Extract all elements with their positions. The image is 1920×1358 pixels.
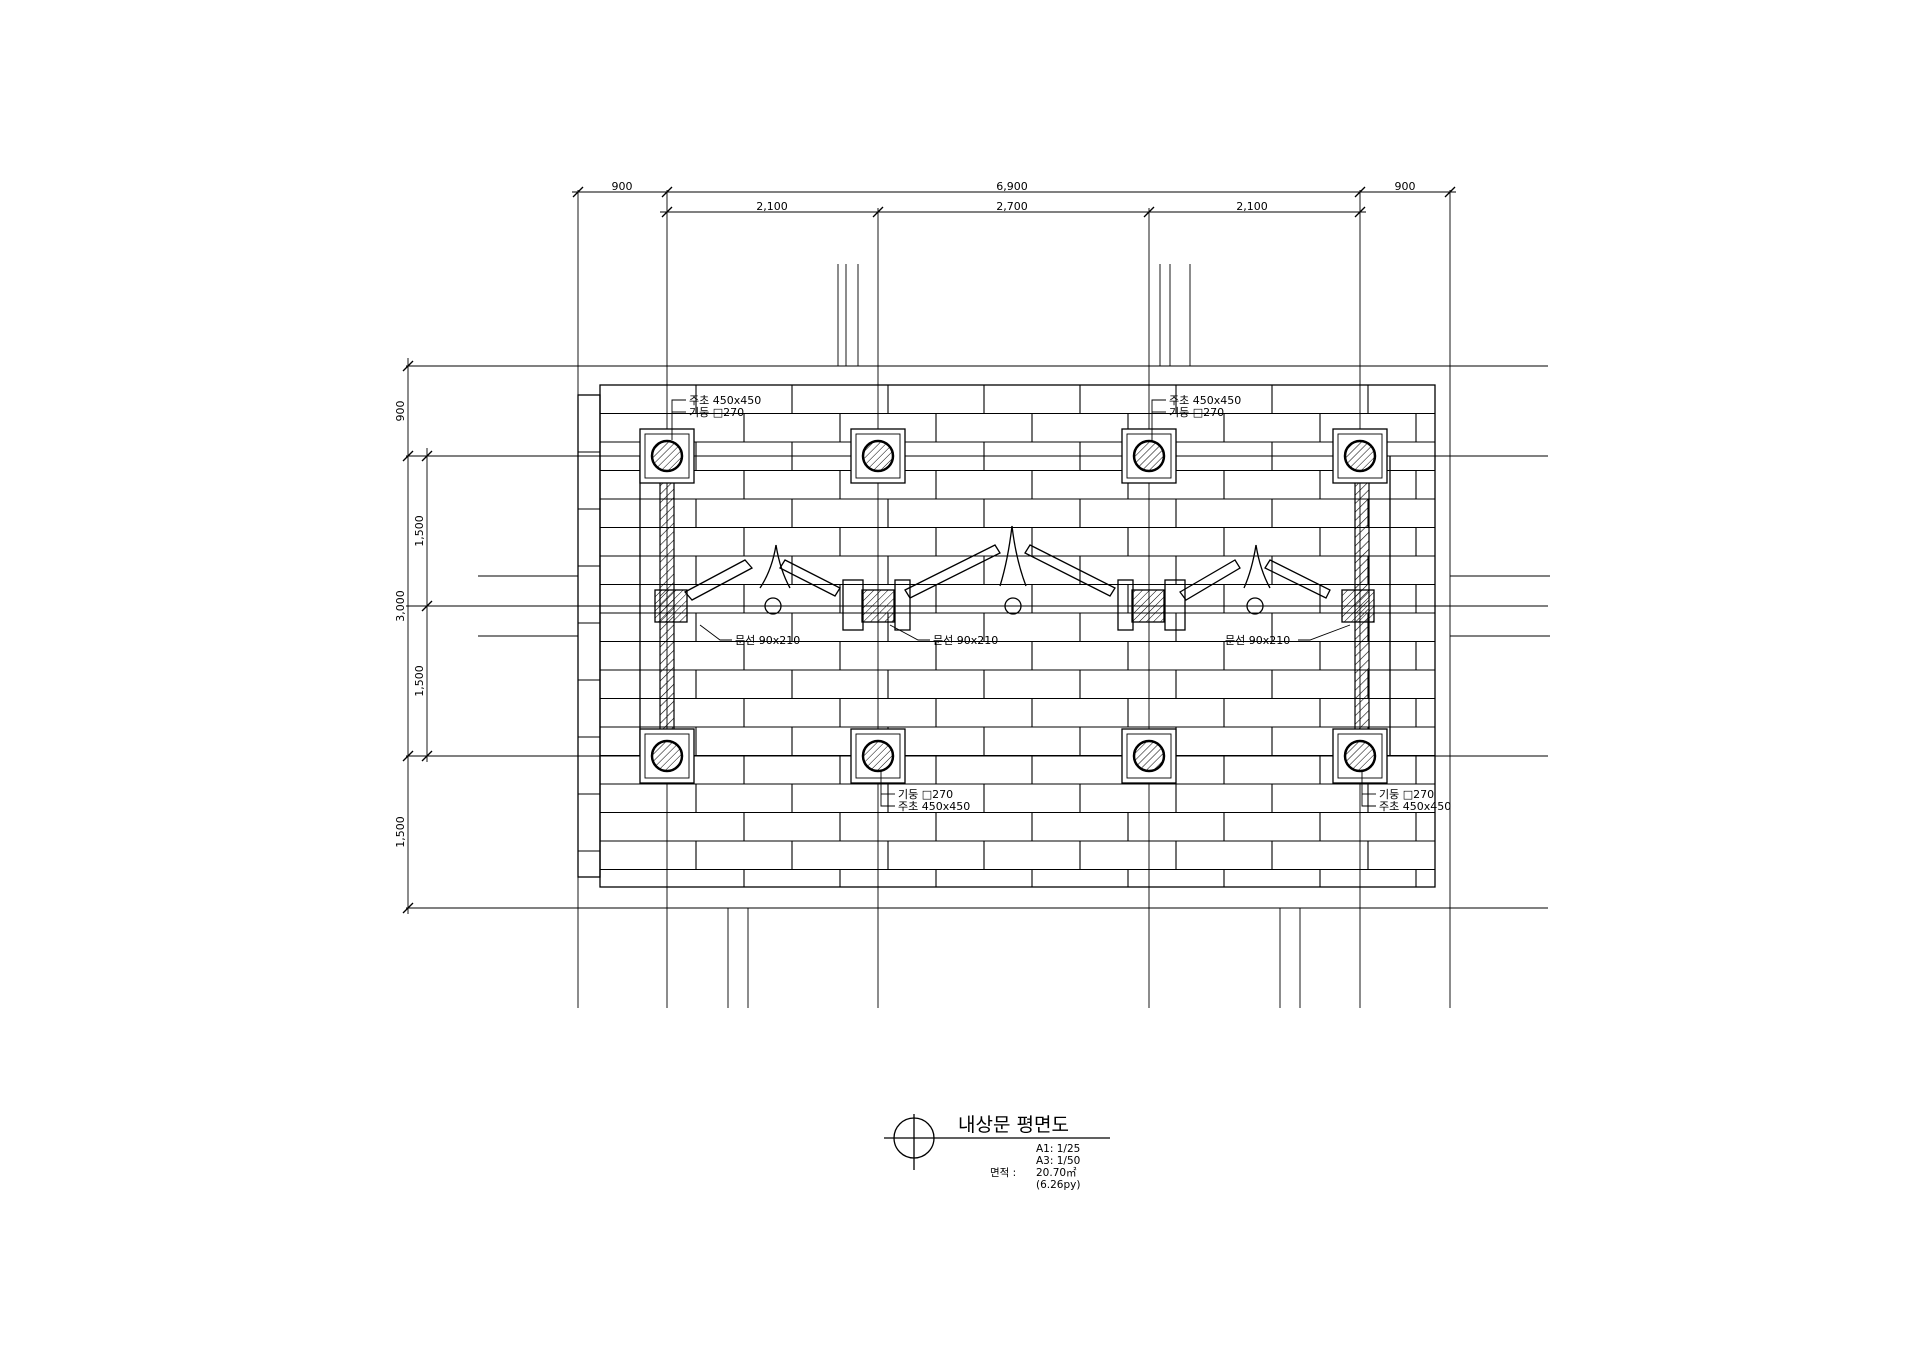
dim-top-3: 900	[1395, 180, 1416, 193]
dim-left-inner-1: 1,500	[413, 515, 426, 547]
columns	[639, 428, 1388, 784]
column-bottom-right	[1332, 728, 1388, 784]
column-top-mid-right	[1121, 428, 1177, 484]
door-leaves	[683, 525, 1331, 601]
grid-lines	[406, 190, 1550, 1008]
column-top-right	[1332, 428, 1388, 484]
dim-top-2: 6,900	[996, 180, 1028, 193]
area-py: (6.26py)	[1036, 1179, 1080, 1191]
dim-left-2: 3,000	[394, 590, 407, 622]
scale-a3: A3: 1/50	[1036, 1155, 1080, 1167]
column-bottom-left	[639, 728, 695, 784]
column-bottom-mid-left	[850, 728, 906, 784]
dim-bay-2: 2,700	[996, 200, 1028, 213]
brick-paving	[577, 384, 1436, 888]
dimensions-top: 900 6,900 900 2,100 2,700 2,100	[572, 180, 1456, 218]
label-door-post-3: 문선 90x210	[1225, 634, 1290, 647]
scale-a1: A1: 1/25	[1036, 1143, 1080, 1155]
dim-left-3: 1,500	[394, 816, 407, 848]
dim-bay-1: 2,100	[756, 200, 788, 213]
drawing-title: 내상문 평면도	[958, 1114, 1069, 1136]
title-block: 내상문 평면도 A1: 1/25 A3: 1/50 면적 : 20.70㎡ (6…	[884, 1114, 1110, 1191]
label-foundation-tm: 주초 450x450	[1169, 394, 1241, 407]
dim-bay-3: 2,100	[1236, 200, 1268, 213]
label-foundation-tl: 주초 450x450	[689, 394, 761, 407]
column-top-mid-left	[850, 428, 906, 484]
column-top-left	[639, 428, 695, 484]
label-column-bl: 기둥 □270	[898, 788, 953, 801]
label-column-tm: 기둥 □270	[1169, 406, 1224, 419]
label-column-tl: 기둥 □270	[689, 406, 744, 419]
label-column-br: 기둥 □270	[1379, 788, 1434, 801]
dim-left-inner-2: 1,500	[413, 665, 426, 697]
dim-left-1: 900	[394, 401, 407, 422]
area-label: 면적 :	[990, 1167, 1016, 1179]
door-posts	[654, 579, 1375, 631]
dimensions-left: 900 3,000 1,500 1,500 1,500	[394, 358, 433, 914]
dim-top-1: 900	[612, 180, 633, 193]
label-foundation-bl: 주초 450x450	[898, 800, 970, 813]
label-foundation-br: 주초 450x450	[1379, 800, 1451, 813]
annotations: 주초 450x450 기둥 □270 주초 450x450 기둥 □270 기둥…	[671, 394, 1451, 813]
label-door-post-2: 문선 90x210	[933, 634, 998, 647]
area-value: 20.70㎡	[1036, 1167, 1077, 1179]
column-bottom-mid-right	[1121, 728, 1177, 784]
label-door-post-1: 문선 90x210	[735, 634, 800, 647]
